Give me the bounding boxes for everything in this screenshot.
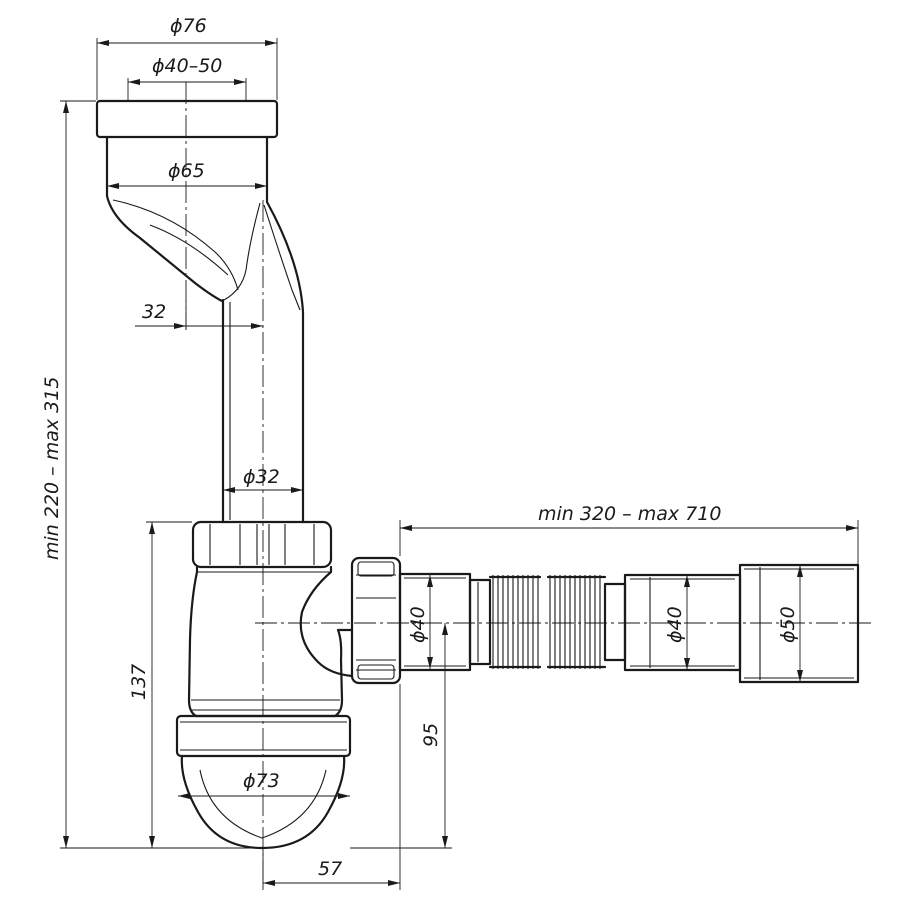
corrugated-hose bbox=[488, 575, 627, 669]
label-offset: 32 bbox=[142, 301, 166, 323]
union-nut bbox=[191, 520, 333, 569]
label-horizontal-offset: 57 bbox=[318, 858, 342, 880]
label-outlet-diameter-range: ϕ40–50 bbox=[152, 55, 222, 77]
inlet-body bbox=[105, 135, 305, 524]
label-bottle-diameter: ϕ73 bbox=[243, 770, 280, 792]
top-flange bbox=[95, 99, 279, 139]
label-hose-diameter: ϕ40 bbox=[664, 606, 686, 643]
label-end-diameter: ϕ50 bbox=[777, 606, 799, 643]
label-flexible-length: min 320 – max 710 bbox=[538, 503, 721, 525]
label-inlet-body-diameter: ϕ65 bbox=[168, 160, 205, 182]
connector-pipe bbox=[398, 572, 492, 672]
side-outlet-nut bbox=[350, 556, 402, 685]
bottle-body bbox=[187, 565, 354, 718]
vertical-tube bbox=[221, 298, 231, 524]
label-side-connector-diameter: ϕ40 bbox=[407, 606, 429, 643]
end-socket bbox=[738, 563, 860, 684]
label-outlet-height: 95 bbox=[420, 723, 442, 747]
label-trap-height: 137 bbox=[128, 664, 150, 700]
label-tube-diameter: ϕ32 bbox=[243, 466, 280, 488]
label-overall-height: min 220 – max 315 bbox=[41, 377, 63, 560]
dimension-labels: ϕ76 ϕ40–50 ϕ65 32 ϕ32 min 220 – max 315 … bbox=[41, 15, 799, 880]
center-lines bbox=[185, 82, 875, 880]
label-top-flange-diameter: ϕ76 bbox=[170, 15, 207, 37]
dimension-lines bbox=[60, 38, 859, 890]
